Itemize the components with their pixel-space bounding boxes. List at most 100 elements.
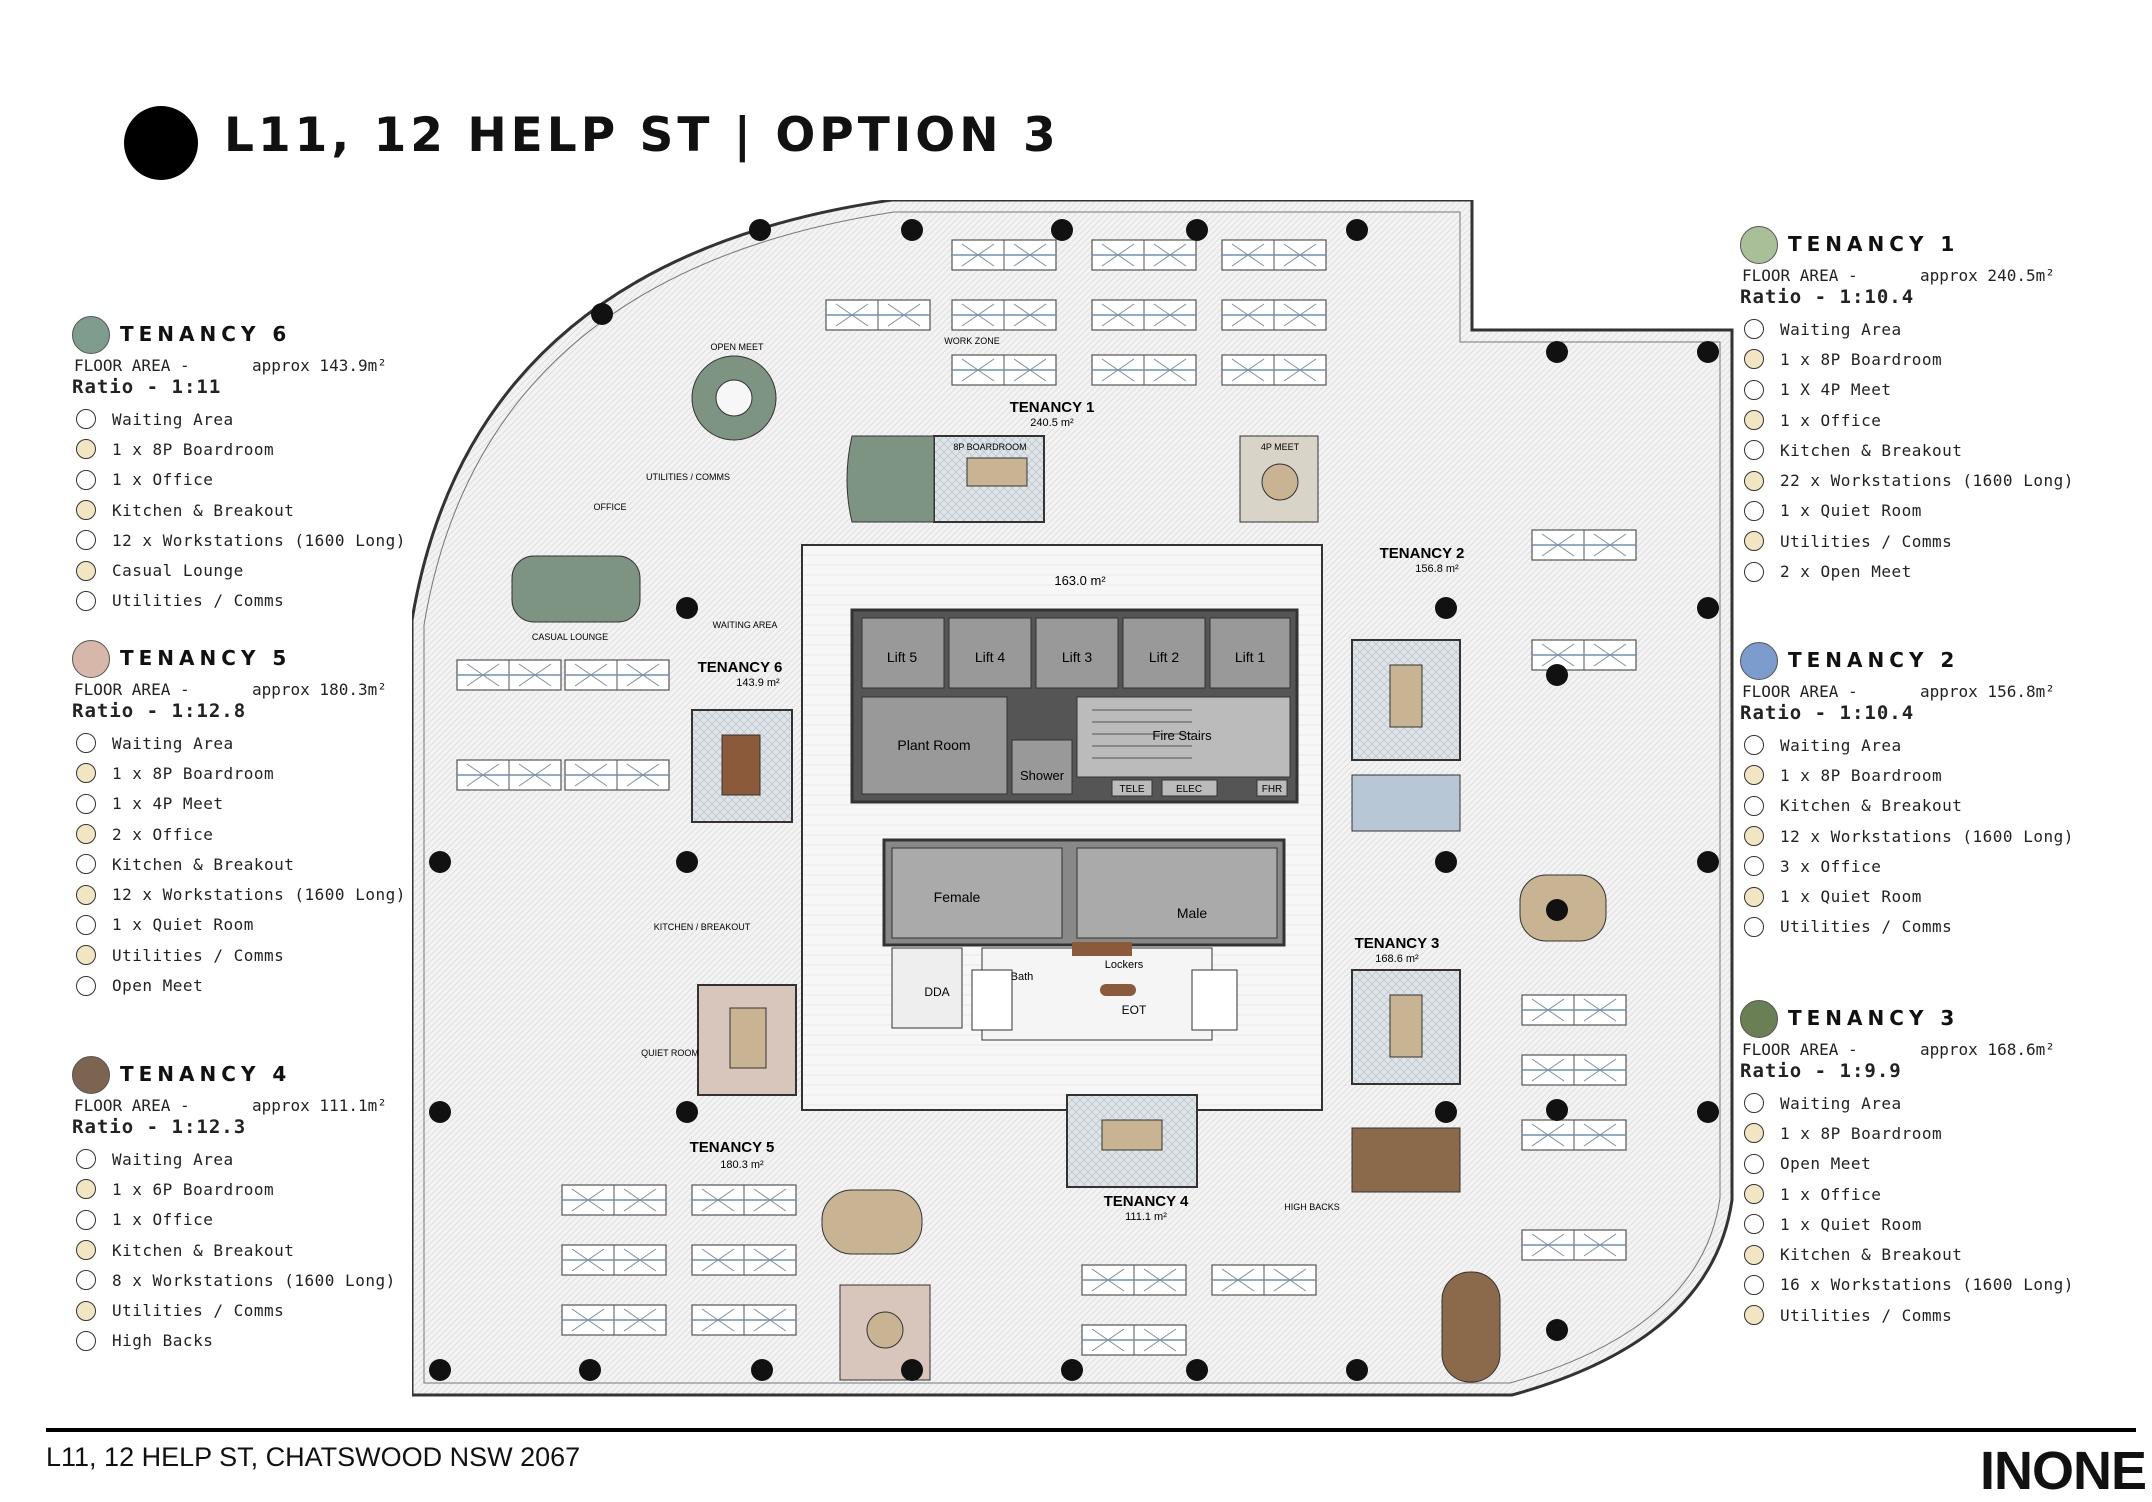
lift-2-label: Lift 2: [1149, 649, 1180, 665]
plan-open-meet-label: OPEN MEET: [710, 342, 764, 352]
legend-item-label: Kitchen & Breakout: [1780, 1245, 1963, 1265]
legend-item: 3 x Office: [1740, 851, 2080, 881]
tenancy-1-open-meet: [846, 435, 935, 523]
checkbox-icon: [1744, 1153, 1764, 1174]
legend-item-label: 1 x 8P Boardroom: [112, 439, 275, 459]
legend-item-label: Waiting Area: [1780, 735, 1902, 755]
checkbox-icon: [76, 439, 96, 460]
checkbox-icon: [76, 1270, 96, 1291]
ratio-value: Ratio - 1:12.8: [72, 700, 247, 722]
plan-quiet-room-label: QUIET ROOM: [641, 1048, 699, 1058]
tenancy-2-label: TENANCY 2: [1380, 545, 1465, 562]
legend-item-label: Kitchen & Breakout: [1780, 440, 1963, 460]
floor-area-value: approx 240.5m²: [1920, 266, 2055, 285]
legend-item-label: 1 x 8P Boardroom: [1780, 349, 1943, 369]
checkbox-icon: [1744, 1184, 1764, 1205]
legend-tenancy-2: TENANCY 2 FLOOR AREA -approx 156.8m² Rat…: [1740, 642, 2080, 942]
footer-divider: [46, 1428, 2136, 1432]
dda-label: DDA: [924, 985, 949, 999]
male-label: Male: [1177, 905, 1208, 921]
legend-item-label: Waiting Area: [112, 409, 234, 429]
tenancy-6-area: 143.9 m²: [736, 677, 780, 689]
core-area-label: 163.0 m²: [1054, 573, 1106, 588]
legend-item-label: 8 x Workstations (1600 Long): [112, 1270, 396, 1290]
checkbox-icon: [1744, 765, 1764, 786]
floor-area-value: approx 168.6m²: [1920, 1040, 2055, 1059]
brand-logo: INONE: [1980, 1441, 2147, 1501]
legend-item: 12 x Workstations (1600 Long): [72, 525, 412, 555]
plan-high-backs-label: HIGH BACKS: [1284, 1202, 1340, 1212]
tenancy-1-color-badge: [1740, 226, 1778, 264]
legend-item-label: 1 x 8P Boardroom: [112, 763, 275, 783]
checkbox-icon: [1744, 379, 1764, 400]
legend-item-label: Utilities / Comms: [112, 945, 285, 965]
plan-casual-lounge-label: CASUAL LOUNGE: [532, 632, 608, 642]
legend-item: 2 x Office: [72, 819, 412, 849]
legend-item: Waiting Area: [1740, 1088, 2080, 1118]
checkbox-icon: [1744, 1305, 1764, 1326]
legend-item-label: Waiting Area: [1780, 1093, 1902, 1113]
lift-1-label: Lift 1: [1235, 649, 1266, 665]
legend-item: Waiting Area: [1740, 314, 2080, 344]
tenancy-4-label: TENANCY 4: [1104, 1193, 1189, 1210]
checkbox-icon: [76, 945, 96, 966]
legend-item: 2 x Open Meet: [1740, 556, 2080, 586]
legend-item-label: 1 X 4P Meet: [1780, 380, 1892, 400]
legend-item: 1 x 4P Meet: [72, 789, 412, 819]
floor-area-value: approx 180.3m²: [252, 680, 387, 699]
checkbox-icon: [76, 500, 96, 521]
tenancy-3-label: TENANCY 3: [1355, 935, 1440, 952]
legend-item-label: 12 x Workstations (1600 Long): [112, 530, 406, 550]
legend-item: Utilities / Comms: [1740, 526, 2080, 556]
tenancy-5-open-meet: [821, 1189, 923, 1255]
legend-item: Utilities / Comms: [72, 586, 412, 616]
legend-item: 1 x Office: [72, 465, 412, 495]
floor-area-value: approx 143.9m²: [252, 356, 387, 375]
checkbox-icon: [1744, 1274, 1764, 1295]
legend-item: 12 x Workstations (1600 Long): [72, 879, 412, 909]
legend-item-label: 1 x 8P Boardroom: [1780, 1123, 1943, 1143]
floor-area-label: FLOOR AREA -: [74, 356, 190, 375]
legend-item-label: 2 x Office: [112, 824, 214, 844]
legend-item-label: 22 x Workstations (1600 Long): [1780, 471, 2074, 491]
legend-item: Casual Lounge: [72, 555, 412, 585]
legend-tenancy-1: TENANCY 1 FLOOR AREA -approx 240.5m² Rat…: [1740, 226, 2080, 587]
checkbox-icon: [76, 590, 96, 611]
plan-office-label: OFFICE: [594, 502, 627, 512]
legend-item: 1 x Office: [72, 1205, 412, 1235]
checkbox-icon: [1744, 470, 1764, 491]
checkbox-icon: [1744, 349, 1764, 370]
legend-item-label: Kitchen & Breakout: [112, 1240, 295, 1260]
floor-area-label: FLOOR AREA -: [1742, 266, 1858, 285]
tenancy-5-color-badge: [72, 640, 110, 678]
legend-item: Waiting Area: [72, 1144, 412, 1174]
legend-item: Kitchen & Breakout: [72, 1235, 412, 1265]
checkbox-icon: [1744, 440, 1764, 461]
legend-item: 1 x 8P Boardroom: [1740, 344, 2080, 374]
ratio-value: Ratio - 1:10.4: [1740, 702, 1915, 724]
legend-item: 22 x Workstations (1600 Long): [1740, 465, 2080, 495]
plan-kitchen-breakout-label: KITCHEN / BREAKOUT: [654, 922, 751, 932]
female-toilets: [891, 847, 1063, 939]
floor-area-label: FLOOR AREA -: [74, 680, 190, 699]
plan-4p-meet-label: 4P MEET: [1261, 442, 1300, 452]
legend-item-label: 1 x Office: [1780, 1184, 1882, 1204]
legend-item: Kitchen & Breakout: [72, 495, 412, 525]
legend-item-label: 12 x Workstations (1600 Long): [112, 885, 406, 905]
legend-item-label: 1 x Office: [112, 1210, 214, 1230]
checkbox-icon: [76, 409, 96, 430]
lift-4-label: Lift 4: [975, 649, 1006, 665]
checkbox-icon: [76, 1330, 96, 1351]
checkbox-icon: [76, 763, 96, 784]
checkbox-icon: [76, 884, 96, 905]
legend-item: Waiting Area: [1740, 730, 2080, 760]
legend-item-label: Open Meet: [1780, 1154, 1872, 1174]
checkbox-icon: [76, 469, 96, 490]
checkbox-icon: [1744, 1093, 1764, 1114]
legend-item-label: 1 x Quiet Room: [112, 915, 254, 935]
ratio-value: Ratio - 1:10.4: [1740, 286, 1915, 308]
legend-item-label: Waiting Area: [112, 733, 234, 753]
